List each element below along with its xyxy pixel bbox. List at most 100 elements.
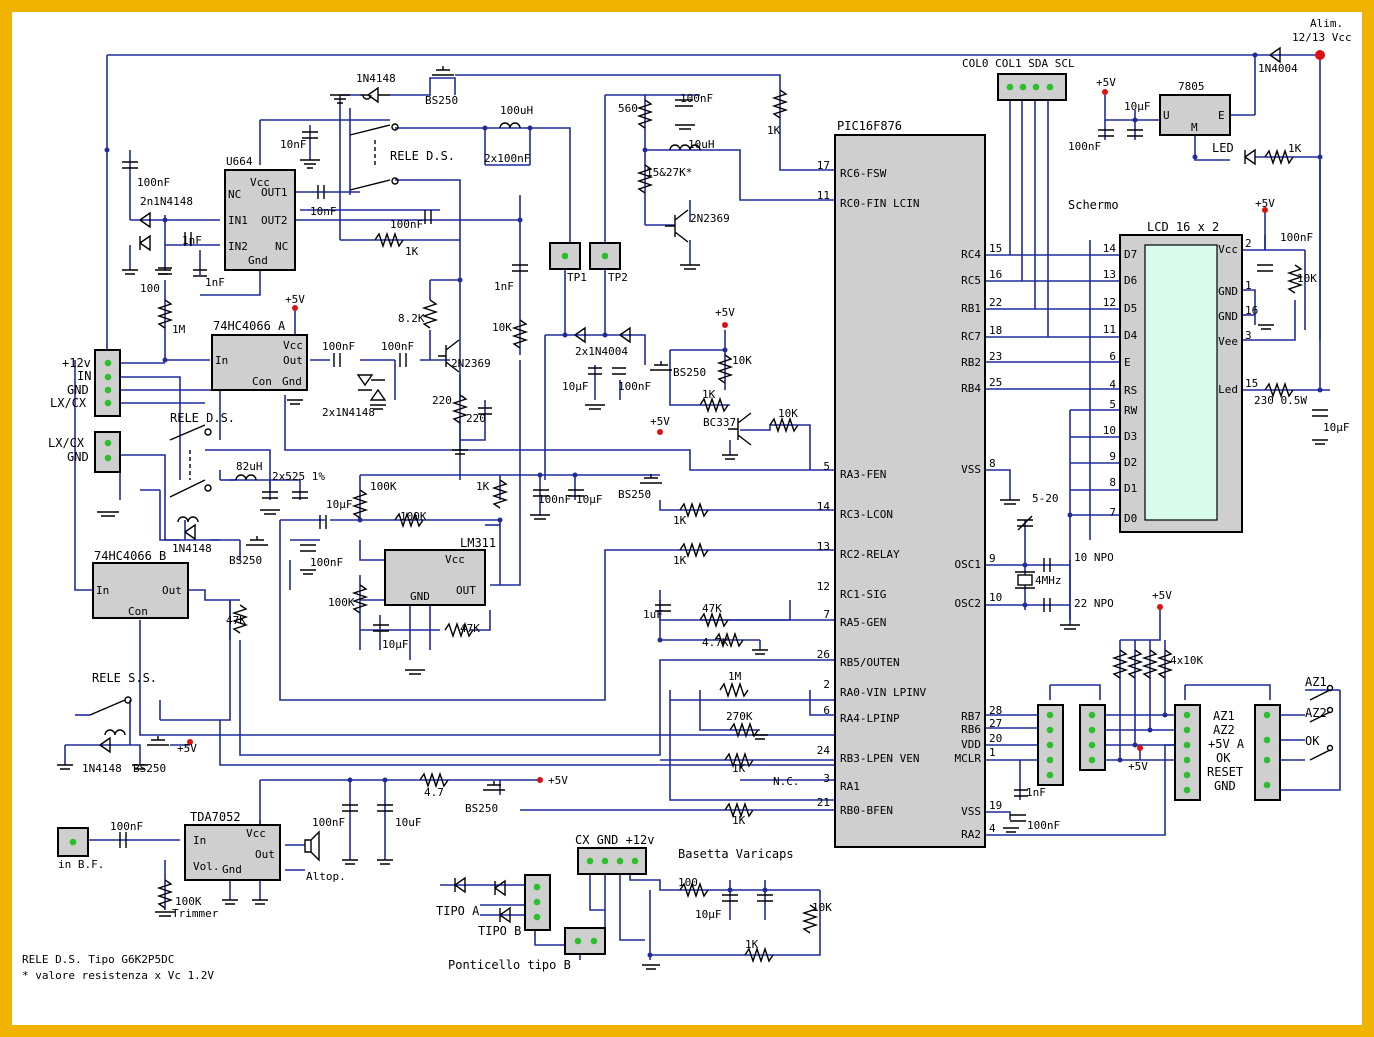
lcd-pin-number: 11 (1103, 323, 1116, 336)
label-u664-in2: IN2 (228, 240, 248, 253)
label-ponticello: Ponticello tipo B (448, 958, 571, 972)
lm311-chip (384, 549, 486, 606)
label-u664-gnd: Gnd (248, 254, 268, 267)
pic-pin-name: RC6-FSW (840, 167, 887, 180)
lcd-pin-name: Led (1218, 383, 1238, 396)
label-cap-10uf-e: 10uF (395, 816, 422, 829)
pic-pin-name: RB4 (961, 382, 981, 395)
label-led: LED (1212, 141, 1234, 155)
label-conn-gnd: GND (67, 383, 89, 397)
label-bs250-top: BS250 (425, 94, 458, 107)
label-res-4-7: 4.7 (424, 786, 444, 799)
label-col-header: COL0 COL1 SDA SCL (962, 57, 1075, 70)
label-d-1n4148-c: 1N4148 (82, 762, 122, 775)
label-res-1k-d: 1K (673, 514, 687, 527)
label-res-1k-c: 1K (476, 480, 490, 493)
pic-pin-name: RC3-LCON (840, 508, 893, 521)
label-u664-vcc: Vcc (250, 176, 270, 189)
lcd-pin-number: 9 (1109, 450, 1116, 463)
label-res-230: 230 0.5W (1254, 394, 1307, 407)
label-lcd: LCD 16 x 2 (1147, 220, 1219, 234)
pic-pin-name: RB2 (961, 356, 981, 369)
lcd-pin-name: RS (1124, 384, 1137, 397)
label-kb-gnd: GND (1214, 779, 1236, 793)
lcd-pin-name: D0 (1124, 512, 1137, 525)
label-res-100k-a: 100K (370, 480, 397, 493)
pic-pin-number: 3 (823, 772, 830, 785)
schematic-sheet: Alim. 12/13 Vcc 1N4004 COL0 COL1 SDA SCL… (12, 12, 1362, 1025)
label-sw-az1: AZ1 (1305, 675, 1327, 689)
lcd-pin-name: D4 (1124, 329, 1138, 342)
connector-pins (69, 83, 1271, 945)
label-u664-nc2: NC (275, 240, 288, 253)
schematic-diagram: Alim. 12/13 Vcc 1N4004 COL0 COL1 SDA SCL… (22, 17, 1352, 982)
label-cap-100nf-r: 100nF (310, 556, 343, 569)
label-res-100k-b: 100K (400, 510, 427, 523)
label-q-2n2369-a: 2N2369 (690, 212, 730, 225)
lcd-pin-number: 4 (1109, 378, 1116, 391)
label-d-1n4148-top: 1N4148 (356, 72, 396, 85)
label-res-15-27k: 15&27K* (646, 166, 692, 179)
pic-pin-number: 7 (823, 608, 830, 621)
varicap-connector (524, 874, 551, 931)
label-res-10k-c: 10K (778, 407, 798, 420)
label-u664-out1: OUT1 (261, 186, 288, 199)
pic-pin-name: RB3-LPEN VEN (840, 752, 919, 765)
label-rele-ds-top: RELE D.S. (390, 149, 455, 163)
pic-pin-name: RC0-FIN LCIN (840, 197, 919, 210)
label-cap-1nf-c: 1nF (494, 280, 514, 293)
pic-pin-name: OSC1 (955, 558, 982, 571)
lcd-pin-number: 3 (1245, 329, 1252, 342)
label-ind-10uh: 10uH (688, 138, 715, 151)
label-trimmer: Trimmer (172, 907, 219, 920)
label-hc4066b: 74HC4066 B (94, 549, 166, 563)
label-lm-gnd: GND (410, 590, 430, 603)
label-cap-10uf-v: 10µF (695, 908, 722, 921)
label-hcb-in: In (96, 584, 109, 597)
label-cap-100nf-t: 100nF (110, 820, 143, 833)
pic-pin-name: RA0-VIN LPINV (840, 686, 926, 699)
pic-pin-name: VDD (961, 738, 981, 751)
label-conn2-gnd: GND (67, 450, 89, 464)
label-conn-in: IN (77, 369, 91, 383)
lcd-pin-name: RW (1124, 404, 1138, 417)
label-cap-100nf-q: 100nF (538, 493, 571, 506)
label-cap-2x525: 2x525 1% (272, 470, 325, 483)
lcd-pin-number: 6 (1109, 350, 1116, 363)
label-cap-100nf-n: 100nF (322, 340, 355, 353)
label-hc4066a: 74HC4066 A (213, 319, 286, 333)
label-res-47k-b: 47K (226, 614, 246, 627)
label-cap-100nf-m: 100nF (390, 218, 423, 231)
pic-pin-name: RC2-RELAY (840, 548, 900, 561)
label-plus5-b: +5V (715, 306, 735, 319)
label-cap-100nf-o: 100nF (381, 340, 414, 353)
pic-pin-number: 6 (823, 704, 830, 717)
label-cap-100nf-l: 100nF (137, 176, 170, 189)
note-relay-type: RELE D.S. Tipo G6K2P5DC (22, 953, 174, 966)
label-res-47k-a: 47K (460, 622, 480, 635)
pic-pin-number: 27 (989, 717, 1002, 730)
pic-pin-number: 21 (817, 796, 830, 809)
label-reg-e: E (1218, 109, 1225, 122)
label-plus5-d: +5V (177, 742, 197, 755)
pic-pin-name: VSS (961, 463, 981, 476)
label-rele-ss: RELE S.S. (92, 671, 157, 685)
label-cap-100nf-kb: 100nF (1027, 819, 1060, 832)
label-res-220b: 220 (466, 412, 486, 425)
note-resistor-value: * valore resistenza x Vc 1.2V (22, 969, 214, 982)
lcd-pin-number: 2 (1245, 237, 1252, 250)
label-hcb-con: Con (128, 605, 148, 618)
lcd-pin-name: E (1124, 356, 1131, 369)
pic-pin-number: 23 (989, 350, 1002, 363)
label-tda-gnd: Gnd (222, 863, 242, 876)
label-q-2n2369-b: 2N2369 (451, 357, 491, 370)
pic-pin-name: RC7 (961, 330, 981, 343)
label-cap-2x100nf: 2x100nF (484, 152, 530, 165)
label-res-220a: 220 (432, 394, 452, 407)
supply-dots (187, 50, 1325, 783)
label-kb-az2: AZ2 (1213, 723, 1235, 737)
pic-pin-name: RB6 (961, 723, 981, 736)
label-res-1k-m: 1K (405, 245, 419, 258)
label-in-bf: in B.F. (58, 858, 104, 871)
